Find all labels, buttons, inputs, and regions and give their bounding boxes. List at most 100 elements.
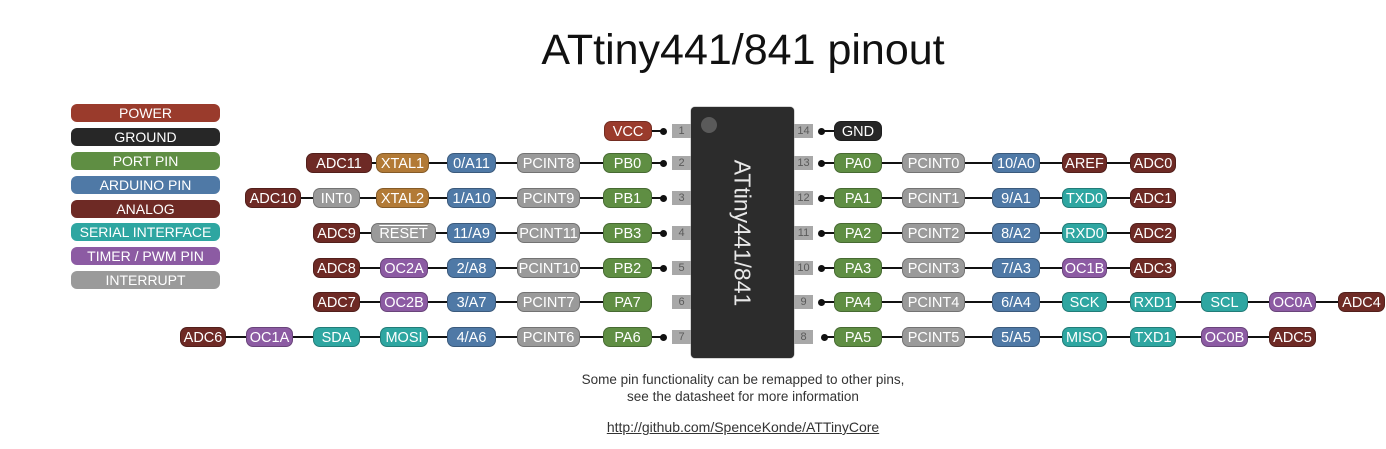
pin-number-12: 12 — [794, 191, 813, 205]
connector-line — [882, 162, 902, 164]
pin-label-7-a3: 7/A3 — [992, 258, 1040, 278]
pin-label-pa3: PA3 — [834, 258, 882, 278]
pin-label-pa4: PA4 — [834, 292, 882, 312]
pin-label-txd1: TXD1 — [1130, 327, 1176, 347]
connector-line — [1176, 336, 1201, 338]
connector-line — [1107, 162, 1130, 164]
pin-dot — [818, 160, 825, 167]
connector-line — [821, 301, 834, 303]
pin-label-4-a6: 4/A6 — [447, 327, 496, 347]
connector-line — [496, 232, 517, 234]
pin-label-adc8: ADC8 — [313, 258, 360, 278]
pin-label-pa0: PA0 — [834, 153, 882, 173]
remap-note-line1: Some pin functionality can be remapped t… — [581, 372, 905, 387]
pin-label-pcint5: PCINT5 — [902, 327, 965, 347]
pin-label-adc2: ADC2 — [1130, 223, 1176, 243]
pin-label-adc0: ADC0 — [1130, 153, 1176, 173]
pin-dot — [660, 195, 667, 202]
pin-number-11: 11 — [794, 226, 813, 240]
pin-label-scl: SCL — [1201, 292, 1248, 312]
pin-label-reset: RESET — [371, 223, 436, 243]
pin-label-oc2a: OC2A — [380, 258, 428, 278]
pin-label-vcc: VCC — [604, 121, 652, 141]
connector-line — [301, 197, 313, 199]
connector-line — [580, 336, 603, 338]
connector-line — [965, 267, 992, 269]
connector-line — [1176, 301, 1201, 303]
pin-label-pa1: PA1 — [834, 188, 882, 208]
connector-line — [1107, 197, 1130, 199]
pin-dot — [660, 265, 667, 272]
pin-label-xtal2: XTAL2 — [376, 188, 429, 208]
pin-label-pb1: PB1 — [603, 188, 652, 208]
pin-label-adc3: ADC3 — [1130, 258, 1176, 278]
connector-line — [965, 301, 992, 303]
pin-dot — [821, 334, 828, 341]
connector-line — [496, 336, 517, 338]
pin-dot — [818, 299, 825, 306]
pin-label-pcint0: PCINT0 — [902, 153, 965, 173]
connector-line — [882, 232, 902, 234]
connector-line — [821, 197, 834, 199]
connector-line — [428, 336, 447, 338]
remap-note-line2: see the datasheet for more information — [627, 389, 859, 404]
connector-line — [1248, 301, 1269, 303]
connector-line — [360, 197, 376, 199]
pin-label-pb3: PB3 — [603, 223, 652, 243]
pin-label-8-a2: 8/A2 — [992, 223, 1040, 243]
connector-line — [1107, 336, 1130, 338]
pin-label-1-a10: 1/A10 — [447, 188, 496, 208]
legend-item-ground: GROUND — [71, 128, 220, 146]
legend-item-arduino: ARDUINO PIN — [71, 176, 220, 194]
pin-number-13: 13 — [794, 156, 813, 170]
pin-dot — [660, 160, 667, 167]
pin-label-pcint4: PCINT4 — [902, 292, 965, 312]
pin-number-8: 8 — [794, 330, 813, 344]
connector-line — [652, 336, 664, 338]
connector-line — [821, 232, 834, 234]
pin-label-txd0: TXD0 — [1062, 188, 1107, 208]
page-title: ATtiny441/841 pinout — [541, 26, 945, 74]
pin-number-6: 6 — [672, 295, 691, 309]
pin-label-11-a9: 11/A9 — [447, 223, 496, 243]
connector-line — [428, 267, 447, 269]
pin-label-oc2b: OC2B — [380, 292, 428, 312]
connector-line — [821, 267, 834, 269]
pin-number-5: 5 — [672, 261, 691, 275]
connector-line — [580, 301, 603, 303]
connector-line — [360, 267, 380, 269]
pin-label-oc1a: OC1A — [246, 327, 293, 347]
legend-item-power: POWER — [71, 104, 220, 122]
legend-item-serial: SERIAL INTERFACE — [71, 223, 220, 241]
pin-label-aref: AREF — [1062, 153, 1107, 173]
connector-line — [496, 301, 517, 303]
connector-line — [372, 162, 376, 164]
connector-line — [429, 197, 447, 199]
connector-line — [824, 336, 834, 338]
pin-number-2: 2 — [672, 156, 691, 170]
connector-line — [360, 232, 371, 234]
connector-line — [429, 162, 447, 164]
connector-line — [965, 232, 992, 234]
pin-number-9: 9 — [794, 295, 813, 309]
github-link[interactable]: http://github.com/SpenceKonde/ATTinyCore — [606, 419, 880, 435]
connector-line — [1316, 301, 1338, 303]
pin-label-int0: INT0 — [313, 188, 360, 208]
connector-line — [360, 336, 380, 338]
pin-label-adc7: ADC7 — [313, 292, 360, 312]
connector-line — [580, 267, 603, 269]
pin-label-pb2: PB2 — [603, 258, 652, 278]
pin-dot — [818, 195, 825, 202]
connector-line — [496, 267, 517, 269]
pin-label-10-a0: 10/A0 — [992, 153, 1040, 173]
legend-item-interrupt: INTERRUPT — [71, 271, 220, 289]
pin-dot — [818, 128, 825, 135]
pin-label-oc0a: OC0A — [1269, 292, 1316, 312]
pin-label-pcint8: PCINT8 — [517, 153, 580, 173]
pin-label-0-a11: 0/A11 — [447, 153, 496, 173]
pin-label-pa5: PA5 — [834, 327, 882, 347]
pin-label-pa2: PA2 — [834, 223, 882, 243]
connector-line — [1040, 232, 1062, 234]
connector-line — [1248, 336, 1269, 338]
pin-label-pa6: PA6 — [603, 327, 652, 347]
